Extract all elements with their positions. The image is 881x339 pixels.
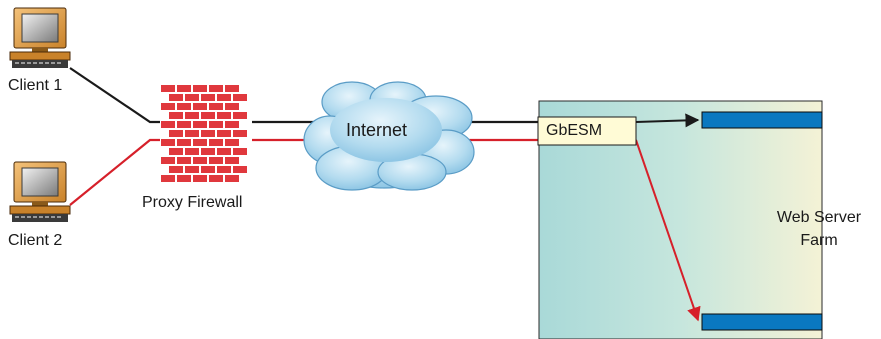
brick-wall-icon	[160, 84, 252, 192]
web-server-top	[701, 111, 823, 129]
route-to-top-server	[635, 113, 700, 128]
client-2-label: Client 2	[8, 232, 63, 249]
route-to-bottom-server	[635, 139, 701, 322]
proxy-firewall-label: Proxy Firewall	[142, 194, 243, 211]
internet-label: Internet	[346, 120, 408, 140]
cloud-icon	[303, 81, 475, 191]
web-server-farm-label: Web Server Farm	[776, 209, 862, 249]
gbesm-label: GbESM	[546, 122, 603, 139]
web-server-bottom	[701, 313, 823, 331]
desktop-computer-icon	[9, 7, 71, 68]
gbesm-box	[537, 116, 637, 146]
client-1-label: Client 1	[8, 77, 63, 94]
desktop-computer-icon	[9, 161, 71, 222]
